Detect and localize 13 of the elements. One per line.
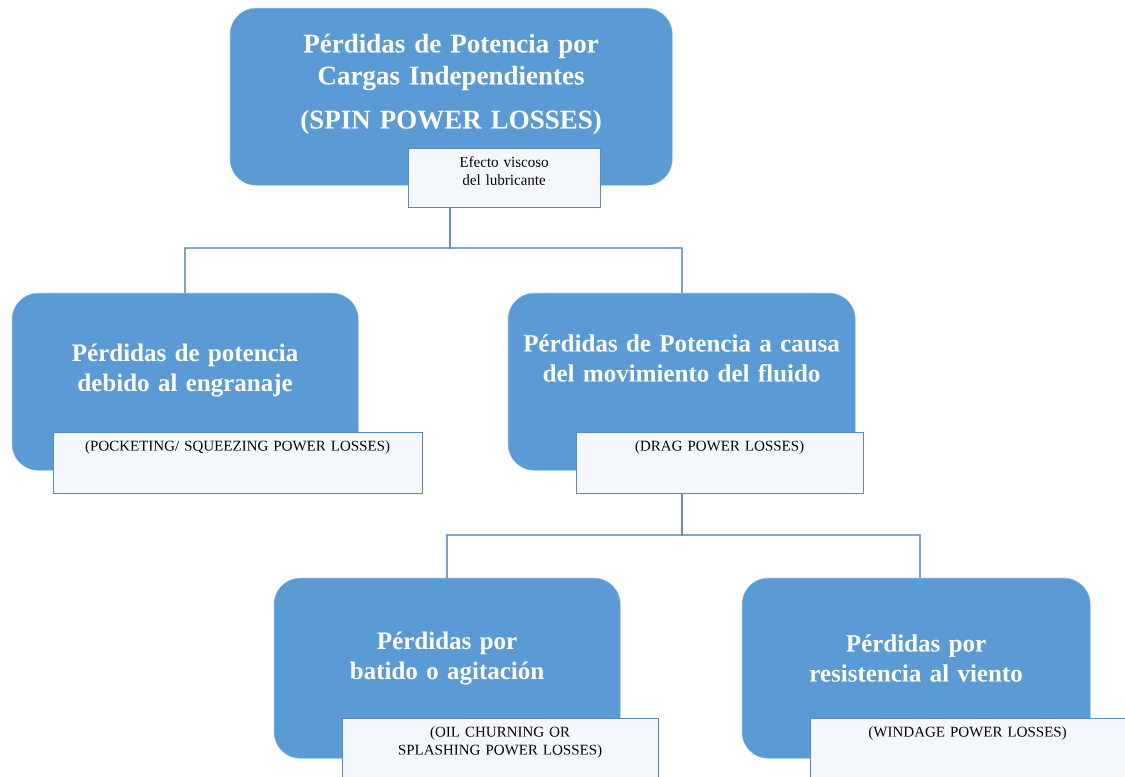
box-title: Pérdidas por batido o agitación (350, 631, 544, 685)
label-box: (POCKETING/ SQUEEZING POWER LOSSES) (53, 432, 423, 494)
label-box: (OIL CHURNING OR SPLASHING POWER LOSSES) (342, 718, 659, 777)
box-title: Pérdidas de Potencia por Cargas Independientes (303, 33, 599, 91)
label-box: (DRAG POWER LOSSES) (576, 432, 864, 494)
connector (449, 207, 683, 294)
connector (681, 493, 921, 579)
box-title: Pérdidas de potencia debido al engranaje (72, 343, 298, 397)
label-box: (WINDAGE POWER LOSSES) (810, 718, 1125, 777)
label-box: Efecto viscoso del lubricante (408, 148, 601, 208)
box-title: (SPIN POWER LOSSES) (301, 109, 601, 135)
box-title: Pérdidas de Potencia a causa del movimiento del fluido (523, 334, 840, 382)
box-title: Pérdidas por resistencia al viento (810, 634, 1022, 682)
